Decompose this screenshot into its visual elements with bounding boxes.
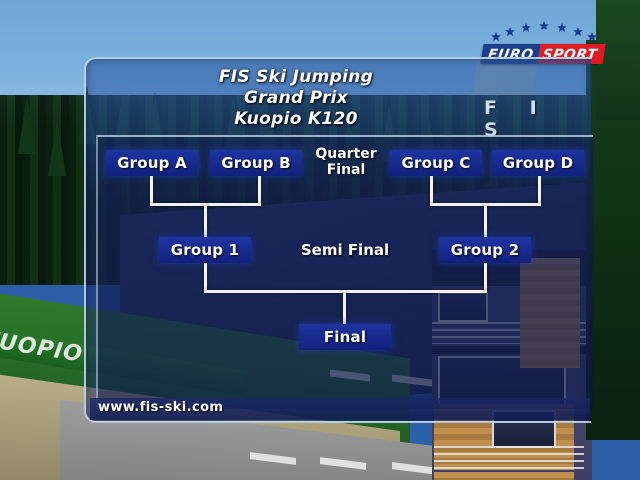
round-label-line1: Quarter — [315, 146, 377, 162]
bracket-node-group-d[interactable]: Group D — [492, 150, 584, 176]
overlay-title-block: FIS Ski Jumping Grand Prix Kuopio K120 F… — [86, 59, 591, 141]
stars-arc-icon — [491, 21, 597, 41]
bracket-line-g2-drop — [484, 263, 487, 293]
bracket-node-group-2[interactable]: Group 2 — [439, 237, 531, 263]
round-label-quarter-final: Quarter Final — [304, 146, 388, 178]
bracket-node-label: Group D — [502, 154, 574, 172]
bracket-node-group-a[interactable]: Group A — [106, 150, 198, 176]
event-title: FIS Ski Jumping Grand Prix Kuopio K120 — [86, 67, 506, 130]
bracket-node-group-1[interactable]: Group 1 — [159, 237, 251, 263]
footer-bar: www.fis-ski.com — [90, 398, 590, 420]
bracket-line-a-drop — [150, 176, 153, 206]
event-title-line1: FIS Ski Jumping — [218, 67, 374, 87]
bracket-panel: Group A Group B Quarter Final Group C Gr… — [96, 135, 593, 409]
bracket-node-group-c[interactable]: Group C — [390, 150, 482, 176]
bracket-node-group-b[interactable]: Group B — [210, 150, 302, 176]
bracket-line-d-drop — [538, 176, 541, 206]
bracket-node-label: Final — [323, 328, 367, 346]
tree-icon — [48, 118, 66, 176]
round-label-line2: Final — [326, 162, 366, 178]
trees-right-upper — [596, 0, 640, 120]
bracket-line-cd-stem — [484, 203, 487, 237]
round-label-semi-final: Semi Final — [300, 241, 390, 259]
event-title-line2: Grand Prix — [243, 88, 349, 108]
bracket-node-label: Group B — [221, 154, 291, 172]
bracket-node-label: Group C — [401, 154, 471, 172]
bracket-line-ab-stem — [204, 203, 207, 237]
bracket-node-label: Group 1 — [170, 241, 240, 259]
bracket-node-label: Group A — [117, 154, 187, 172]
bracket-line-b-drop — [258, 176, 261, 206]
bracket-line-semi-stem — [343, 290, 346, 324]
tournament-bracket-overlay: FIS Ski Jumping Grand Prix Kuopio K120 F… — [84, 57, 593, 423]
eurosport-logo: EURO SPORT — [480, 18, 606, 64]
bracket-node-label: Group 2 — [450, 241, 520, 259]
website-url: www.fis-ski.com — [98, 400, 224, 415]
event-title-line3: Kuopio K120 — [234, 109, 358, 129]
bracket-line-g1-drop — [204, 263, 207, 293]
bracket-line-c-drop — [430, 176, 433, 206]
tree-icon — [18, 96, 36, 154]
bracket-node-final[interactable]: Final — [299, 324, 391, 350]
